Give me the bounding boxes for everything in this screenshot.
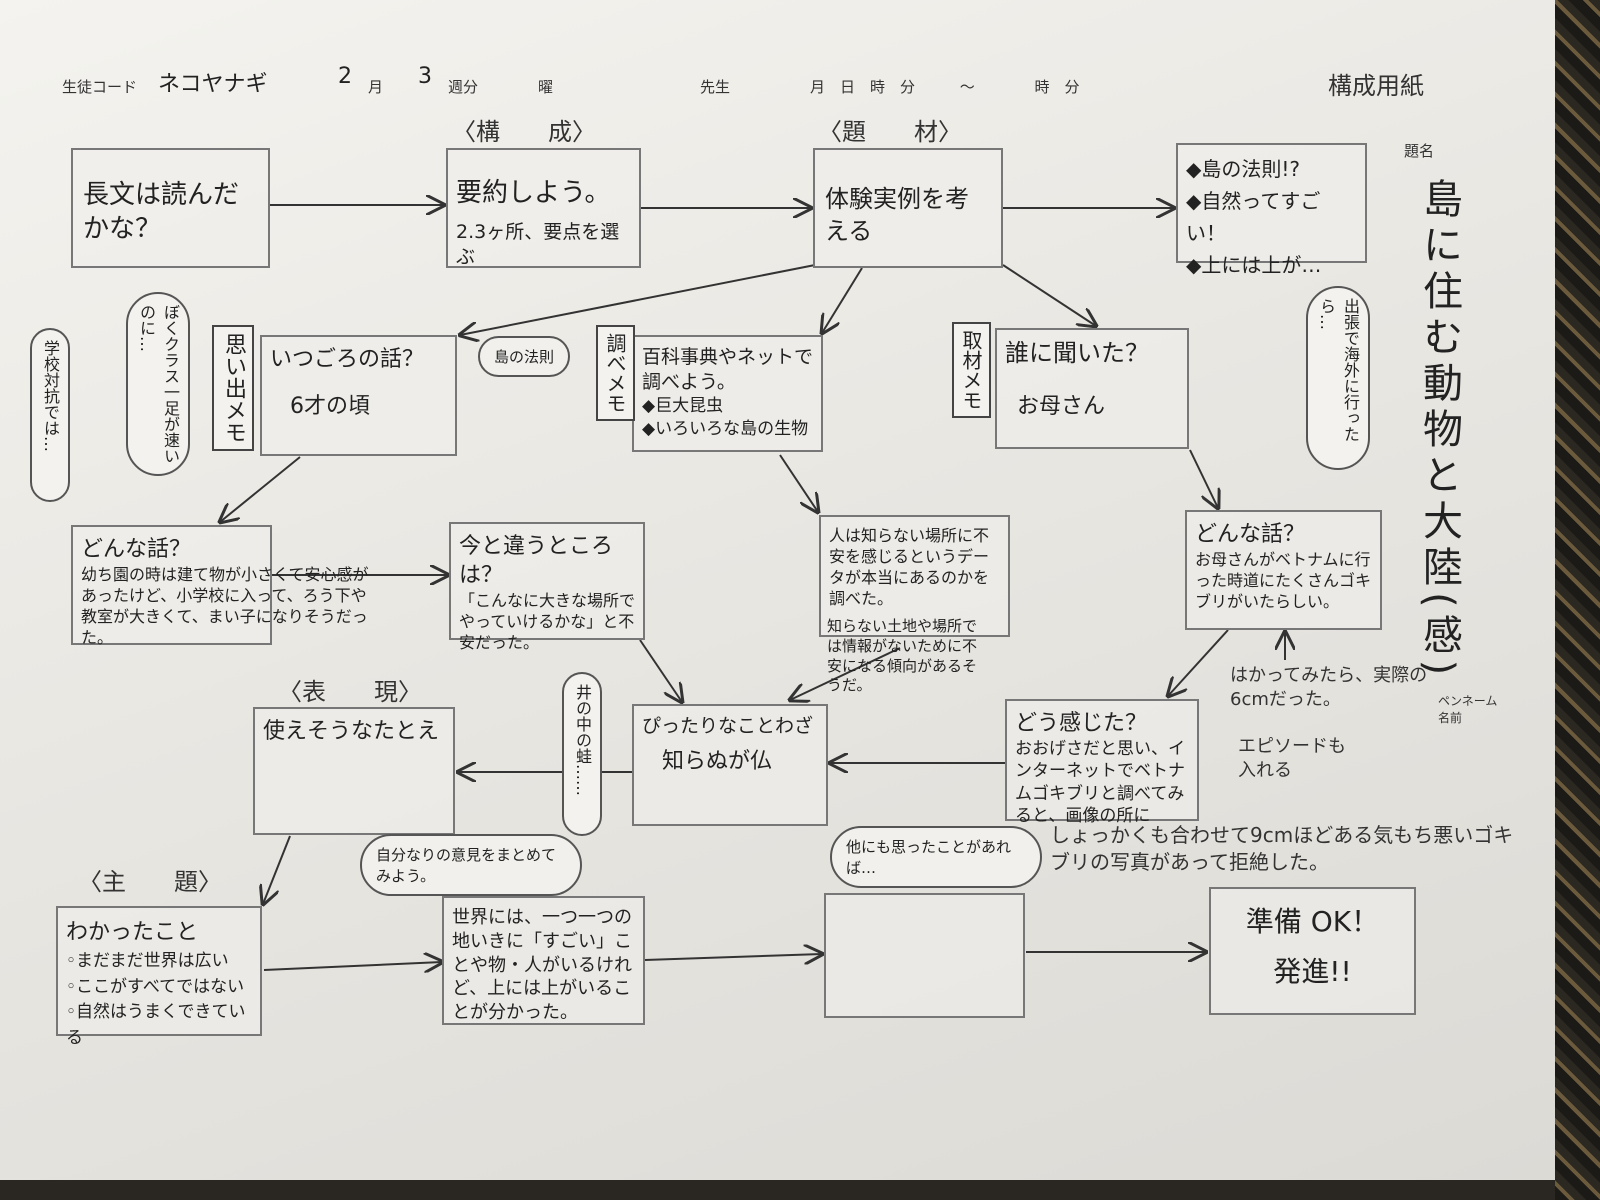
box-research: 百科事典やネットで調べよう。◆巨大昆虫◆いろいろな島の生物 — [632, 335, 823, 452]
learned-item: ◦ここがすべてではない — [66, 976, 245, 997]
story-left-title: どんな話？ — [81, 537, 192, 562]
label-shuzai-memo: 取材メモ — [952, 322, 991, 418]
box-story-right: どんな話？ お母さんがベトナムに行った時道にたくさんゴキブリがいたらしい。 — [1185, 510, 1382, 630]
go-text: 発進!! — [1273, 955, 1352, 989]
episode-note: エピソードも入れる — [1238, 736, 1346, 782]
month-value: 2 — [338, 64, 352, 89]
research-result-extra: 知らない土地や場所では情報がないために不安になる傾向があるそうだ。 — [827, 617, 978, 695]
research-item: ◆巨大昆虫 — [642, 396, 724, 417]
penname-label: ペンネーム名前 — [1438, 694, 1498, 725]
box-learned: わかったこと ◦まだまだ世界は広い ◦ここがすべてではない ◦自然はうまくできている — [56, 906, 262, 1048]
box-experience: 体験実例を考える — [813, 148, 1003, 268]
box-world: 世界には、一つ一つの地いきに「すごい」ことや物・人がいるけれど、上には上がいるこ… — [442, 896, 645, 1025]
teacher-label: 先生 — [700, 78, 731, 96]
proverb-body: 知らぬが仏 — [662, 749, 773, 775]
memory-title: いつごろの話？ — [270, 347, 425, 372]
start-text: 長文は読んだかな？ — [83, 180, 240, 245]
essay-title: 島に住む動物と大陸(感) — [1416, 178, 1462, 682]
proverb-title: ぴったりなことわざ — [642, 715, 814, 737]
summary-title: 要約しよう。 — [456, 178, 611, 208]
research-item: ◆いろいろな島の生物 — [642, 418, 809, 439]
speech-bubble-trip: 出張で海外に行ったら… — [1306, 286, 1370, 470]
speech-bubble-school: 学校対抗では… — [30, 328, 70, 502]
speech-bubble-other: 他にも思ったことがあれば… — [830, 826, 1042, 888]
research-title: 百科事典やネットで調べよう。 — [642, 346, 814, 394]
label-shirabe-memo: 調べメモ — [596, 325, 635, 421]
interview-body: お母さん — [1017, 393, 1106, 419]
student-code-value: ネコヤナギ — [158, 72, 268, 97]
speech-bubble-own-opinion: 自分なりの意見をまとめてみよう。 — [360, 834, 582, 896]
summary-body: 2.3ヶ所、要点を選ぶ — [456, 221, 620, 269]
box-memory: いつごろの話？ 6才の頃 — [260, 335, 457, 456]
section-shudai: 〈主 題〉 — [78, 868, 222, 896]
title-label: 題名 — [1404, 142, 1435, 160]
box-summary: 要約しよう。 2.3ヶ所、要点を選ぶ — [446, 148, 641, 268]
box-feeling: どう感じた？ おおげさだと思い、インターネットでベトナムゴキブリと調べてみると、画… — [1005, 699, 1199, 826]
learned-item: ◦自然はうまくできている — [66, 1002, 246, 1048]
memory-body: 6才の頃 — [290, 394, 370, 420]
box-interview: 誰に聞いた？ お母さん — [995, 328, 1189, 449]
speech-bubble-kaeru: 井の中の蛙…… — [562, 672, 602, 836]
date-time-labels: 月 日 時 分 〜 時 分 — [810, 78, 1080, 96]
ready-text: 準備 OK！ — [1245, 905, 1380, 938]
section-daizai: 〈題 材〉 — [818, 118, 962, 146]
research-result-text: 人は知らない場所に不安を感じるというデータが本当にあるのかを調べた。 — [829, 526, 990, 609]
topic-item: ◆上には上が… — [1186, 253, 1322, 277]
story-right-body: お母さんがベトナムに行った時道にたくさんゴキブリがいたらしい。 — [1195, 550, 1372, 612]
speech-bubble-frog: 島の法則 — [478, 336, 571, 377]
day-label: 曜 — [538, 78, 554, 96]
box-ready: 準備 OK！ 発進!! — [1209, 887, 1416, 1015]
learned-item: ◦まだまだ世界は広い — [66, 951, 229, 971]
topic-item: ◆自然ってすごい！ — [1186, 189, 1321, 245]
difference-body: 「こんなに大きな場所でやっていけるかな」と不安だった。 — [459, 591, 636, 653]
topic-item: ◆島の法則!? — [1186, 157, 1301, 181]
box-start: 長文は読んだかな？ — [71, 148, 270, 268]
student-code-label: 生徒コード — [62, 78, 138, 96]
section-hyogen: 〈表 現〉 — [278, 678, 422, 706]
box-difference: 今と違うところは？「こんなに大きな場所でやっていけるかな」と不安だった。 — [449, 522, 645, 652]
label-omoide-memo: 思い出メモ — [212, 325, 254, 451]
week-value: 3 — [418, 64, 432, 89]
feeling-title: どう感じた？ — [1015, 711, 1148, 736]
box-proverb: ぴったりなことわざ知らぬが仏 — [632, 704, 828, 826]
difference-title: 今と違うところは？ — [459, 534, 614, 589]
interview-title: 誰に聞いた？ — [1005, 339, 1149, 367]
speech-bubble-legs: ぼくクラス一足が速いのに… — [126, 292, 190, 476]
box-metaphor: 使えそうなたとえ — [253, 707, 455, 835]
section-kosei: 〈構 成〉 — [452, 118, 596, 146]
feeling-body: おおげさだと思い、インターネットでベトナムゴキブリと調べてみると、画像の所に — [1015, 739, 1185, 827]
experience-text: 体験実例を考える — [825, 185, 969, 245]
feeling-extra: しょっかくも合わせて9cmほどある気もち悪いゴキブリの写真があって拒絶した。 — [1050, 823, 1514, 874]
box-topics: ◆島の法則!? ◆自然ってすごい！ ◆上には上が… — [1176, 143, 1367, 277]
metaphor-title: 使えそうなたとえ — [263, 719, 440, 744]
box-story-left: どんな話？ 幼ち園の時は建て物が小さくて安心感があったけど、小学校に入って、ろう下… — [71, 525, 369, 647]
world-body: 世界には、一つ一つの地いきに「すごい」ことや物・人がいるけれど、上には上がいるこ… — [452, 907, 632, 1023]
story-left-body: 幼ち園の時は建て物が小さくて安心感があったけど、小学校に入って、ろう下や教室が大… — [81, 565, 369, 648]
week-label: 週分 — [448, 78, 479, 96]
box-research-result: 人は知らない場所に不安を感じるというデータが本当にあるのかを調べた。知らない土地… — [819, 515, 1010, 694]
measure-note: はかってみたら、実際の6cmだった。 — [1230, 665, 1428, 711]
table-background — [1555, 0, 1600, 1200]
month-label: 月 — [368, 78, 384, 96]
story-right-title: どんな話？ — [1195, 522, 1306, 547]
learned-title: わかったこと — [66, 920, 199, 945]
form-title: 構成用紙 — [1328, 72, 1424, 100]
box-empty — [824, 893, 1025, 1018]
